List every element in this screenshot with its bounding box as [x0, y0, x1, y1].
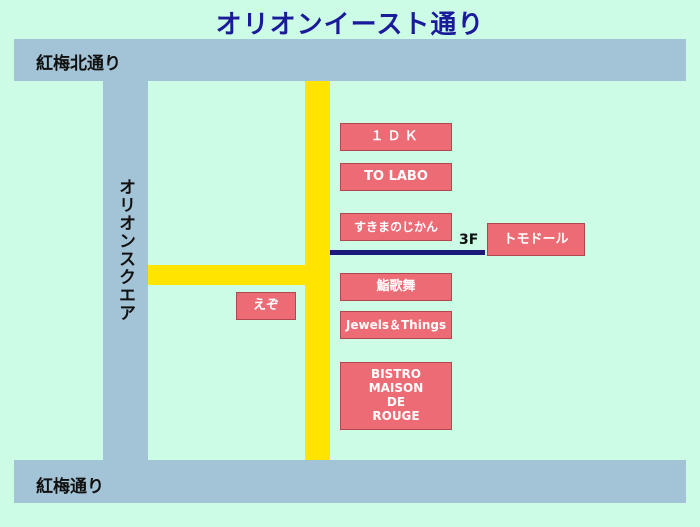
shop-1dk[interactable]: １ＤＫ [340, 123, 452, 151]
orion-square-street [103, 81, 148, 460]
orion-square-label: オリオンスクエア [115, 178, 135, 322]
shop-sushi-kabu[interactable]: 鮨歌舞 [340, 273, 452, 301]
map-title: オリオンイースト通り [215, 10, 485, 40]
shop-sukima-no-jikan[interactable]: すきまのじかん [340, 213, 452, 241]
shop-tomodoru[interactable]: トモドール [487, 223, 585, 256]
shop-jewels-and-things[interactable]: Jewels＆Things [340, 311, 452, 339]
shop-ezo[interactable]: えぞ [236, 292, 296, 320]
street-koubai-label: 紅梅通り [36, 477, 104, 497]
street-koubai [14, 460, 686, 503]
street-koubai-kita-label: 紅梅北通り [36, 54, 121, 74]
shop-bistro-maison-de-rouge[interactable]: BISTRO MAISON DE ROUGE [340, 362, 452, 430]
side-path-horizontal [148, 265, 305, 285]
shop-to-labo[interactable]: TO LABO [340, 163, 452, 191]
third-floor-connector [330, 250, 485, 255]
third-floor-label: 3F [459, 232, 479, 248]
main-path-vertical [305, 81, 330, 460]
street-koubai-kita [14, 39, 686, 81]
